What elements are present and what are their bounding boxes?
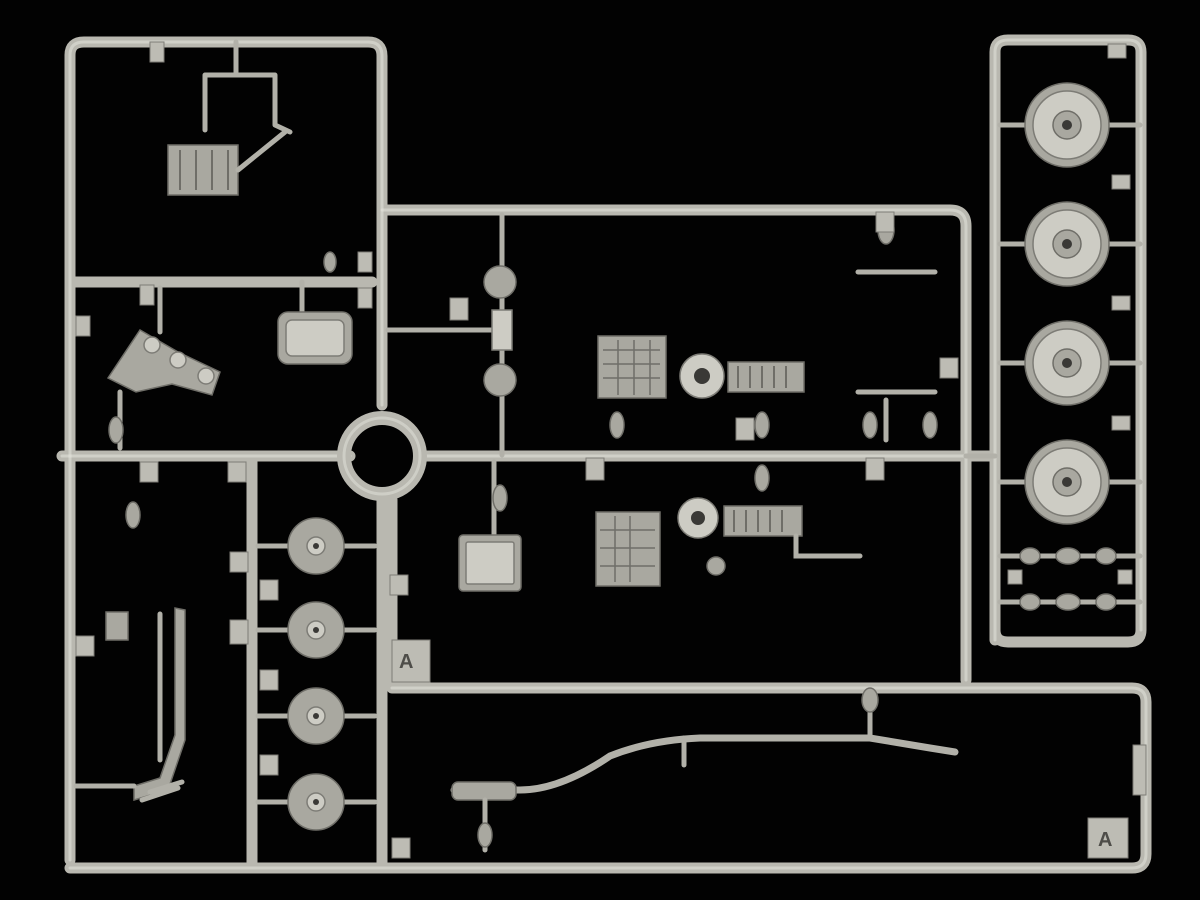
intake-manifold: [167, 39, 293, 196]
air-cleaner: [277, 279, 353, 365]
sprue-side-marking: A: [399, 651, 413, 673]
wheel-rim: [997, 439, 1143, 525]
center-ring: [337, 411, 427, 501]
exhaust-header: [73, 607, 186, 803]
sprue-letter: A: [1098, 829, 1112, 851]
part-number-tags: [75, 41, 1147, 859]
wheel-rim: [997, 82, 1143, 168]
brake-drum: [255, 517, 378, 575]
wheel-rim: [997, 201, 1143, 287]
wheel-runner: [963, 34, 1147, 648]
axle-parts: [997, 547, 1143, 611]
cylinder-head: [106, 285, 221, 451]
engine-block: [597, 335, 805, 399]
brake-drum: [255, 601, 378, 659]
main-runner: [56, 36, 1152, 874]
distributor: [385, 212, 517, 458]
brake-drum: [255, 773, 378, 831]
brake-drum: [255, 687, 378, 745]
sprue-letter-plate: A: [1087, 817, 1129, 859]
oil-pan: [458, 459, 522, 592]
wheel-rim: [997, 320, 1143, 406]
engine-block: [595, 497, 863, 587]
sprue-letter-plate: A: [391, 639, 431, 683]
exhaust-pipe: [450, 687, 959, 853]
